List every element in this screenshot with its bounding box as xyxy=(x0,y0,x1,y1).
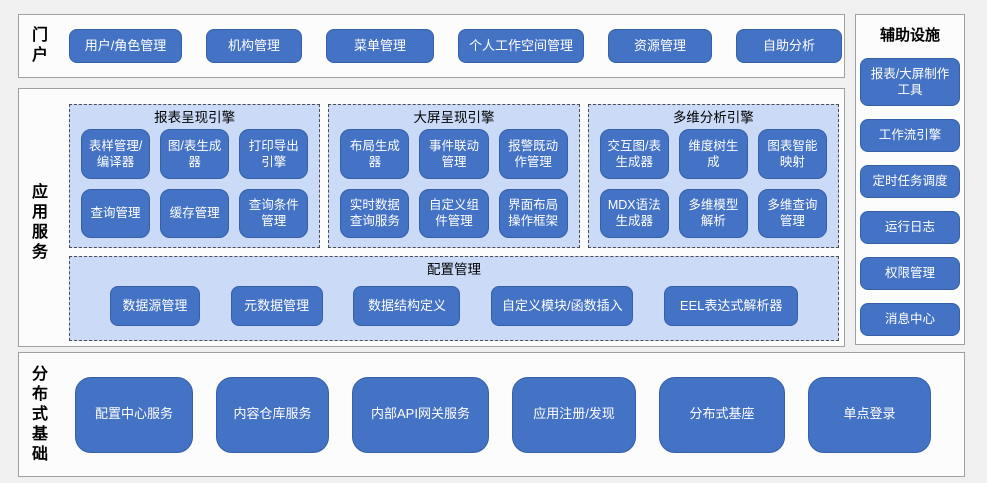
infra-node-distributed-base: 分布式基座 xyxy=(659,376,785,453)
infra-node-config-center-service: 配置中心服务 xyxy=(75,376,193,453)
aux-node-run-log: 运行日志 xyxy=(860,211,960,244)
engine-node-multidim-model-parsing: 多维模型解析 xyxy=(678,188,748,238)
app-services-section: 应用服务 报表呈现引擎 表样管理/编译器 图/表生成器 打印导出引擎 查询管理 … xyxy=(18,88,845,347)
portal-node-menu-management: 菜单管理 xyxy=(326,29,434,63)
panel-bigscreen-engine: 大屏呈现引擎 布局生成器 事件联动管理 报警既动作管理 实时数据查询服务 自定义… xyxy=(328,104,580,248)
engine-node-mdx-syntax-generator: MDX语法生成器 xyxy=(599,188,669,238)
engine-node-chart-smart-mapping: 图表智能映射 xyxy=(757,129,827,179)
config-node-data-structure-definition: 数据结构定义 xyxy=(353,286,461,326)
panel-title-report-engine: 报表呈现引擎 xyxy=(154,110,236,125)
portal-node-organization-management: 机构管理 xyxy=(206,29,302,63)
engine-node-dimension-tree-generation: 维度树生成 xyxy=(678,129,748,179)
engine-node-cache-management: 缓存管理 xyxy=(160,188,230,238)
app-services-content: 报表呈现引擎 表样管理/编译器 图/表生成器 打印导出引擎 查询管理 缓存管理 … xyxy=(69,104,839,341)
engine-node-event-linkage-management: 事件联动管理 xyxy=(419,129,489,179)
portal-node-resource-management: 资源管理 xyxy=(608,29,712,63)
infra-node-internal-api-gateway-service: 内部API网关服务 xyxy=(352,376,489,453)
config-node-eel-expression-parser: EEL表达式解析器 xyxy=(664,286,799,326)
infra-node-content-repository-service: 内容仓库服务 xyxy=(216,376,329,453)
config-node-custom-module-function-insert: 自定义模块/函数插入 xyxy=(491,286,634,326)
engine-panels-row: 报表呈现引擎 表样管理/编译器 图/表生成器 打印导出引擎 查询管理 缓存管理 … xyxy=(69,104,839,248)
section-label-distributed-foundation: 分布式基础 xyxy=(31,365,48,463)
portal-node-personal-workspace-management: 个人工作空间管理 xyxy=(458,29,584,63)
section-label-portal: 门户 xyxy=(31,27,48,64)
portal-section: 门户 用户/角色管理 机构管理 菜单管理 个人工作空间管理 资源管理 自助分析 xyxy=(18,14,845,78)
olap-engine-grid: 交互图/表生成器 维度树生成 图表智能映射 MDX语法生成器 多维模型解析 多维… xyxy=(598,129,829,238)
auxiliary-node-column: 报表/大屏制作工具 工作流引擎 定时任务调度 运行日志 权限管理 消息中心 xyxy=(860,58,960,336)
panel-config-management: 配置管理 数据源管理 元数据管理 数据结构定义 自定义模块/函数插入 EEL表达… xyxy=(69,256,839,341)
config-node-row: 数据源管理 元数据管理 数据结构定义 自定义模块/函数插入 EEL表达式解析器 xyxy=(79,281,829,331)
config-node-datasource-management: 数据源管理 xyxy=(109,286,200,326)
aux-node-message-center: 消息中心 xyxy=(860,303,960,336)
engine-node-ui-layout-operation-framework: 界面布局操作框架 xyxy=(498,188,568,238)
aux-node-workflow-engine: 工作流引擎 xyxy=(860,119,960,152)
portal-node-row: 用户/角色管理 机构管理 菜单管理 个人工作空间管理 资源管理 自助分析 xyxy=(69,29,842,63)
panel-title-bigscreen-engine: 大屏呈现引擎 xyxy=(413,110,495,125)
panel-title-olap-engine: 多维分析引擎 xyxy=(672,110,754,125)
aux-node-report-bigscreen-authoring-tool: 报表/大屏制作工具 xyxy=(860,58,960,106)
engine-node-query-condition-management: 查询条件管理 xyxy=(239,188,309,238)
panel-title-config-management: 配置管理 xyxy=(427,262,481,277)
report-engine-grid: 表样管理/编译器 图/表生成器 打印导出引擎 查询管理 缓存管理 查询条件管理 xyxy=(79,129,310,238)
aux-node-scheduled-task-scheduling: 定时任务调度 xyxy=(860,165,960,198)
engine-node-template-management-compiler: 表样管理/编译器 xyxy=(81,129,151,179)
engine-node-multidim-query-management: 多维查询管理 xyxy=(757,188,827,238)
aux-node-permission-management: 权限管理 xyxy=(860,257,960,290)
portal-node-self-service-analysis: 自助分析 xyxy=(736,29,842,63)
distributed-node-row: 配置中心服务 内容仓库服务 内部API网关服务 应用注册/发现 分布式基座 单点… xyxy=(75,376,946,453)
infra-node-app-registration-discovery: 应用注册/发现 xyxy=(512,376,636,453)
portal-node-user-role-management: 用户/角色管理 xyxy=(69,29,182,63)
auxiliary-facilities-section: 辅助设施 报表/大屏制作工具 工作流引擎 定时任务调度 运行日志 权限管理 消息… xyxy=(855,14,965,345)
engine-node-interactive-chart-generator: 交互图/表生成器 xyxy=(599,129,669,179)
bigscreen-engine-grid: 布局生成器 事件联动管理 报警既动作管理 实时数据查询服务 自定义组件管理 界面… xyxy=(338,129,569,238)
engine-node-alarm-action-management: 报警既动作管理 xyxy=(498,129,568,179)
distributed-foundation-section: 分布式基础 配置中心服务 内容仓库服务 内部API网关服务 应用注册/发现 分布… xyxy=(18,352,965,477)
engine-node-chart-table-generator: 图/表生成器 xyxy=(160,129,230,179)
section-label-app-services: 应用服务 xyxy=(31,183,48,261)
engine-node-query-management: 查询管理 xyxy=(81,188,151,238)
config-node-metadata-management: 元数据管理 xyxy=(230,286,323,326)
infra-node-single-sign-on: 单点登录 xyxy=(808,376,931,453)
section-title-auxiliary-facilities: 辅助设施 xyxy=(879,27,940,44)
panel-olap-engine: 多维分析引擎 交互图/表生成器 维度树生成 图表智能映射 MDX语法生成器 多维… xyxy=(587,104,839,248)
engine-node-realtime-data-query-service: 实时数据查询服务 xyxy=(340,188,410,238)
engine-node-layout-generator: 布局生成器 xyxy=(340,129,410,179)
engine-node-custom-component-management: 自定义组件管理 xyxy=(419,188,489,238)
engine-node-print-export-engine: 打印导出引擎 xyxy=(239,129,309,179)
panel-report-engine: 报表呈现引擎 表样管理/编译器 图/表生成器 打印导出引擎 查询管理 缓存管理 … xyxy=(69,104,321,248)
